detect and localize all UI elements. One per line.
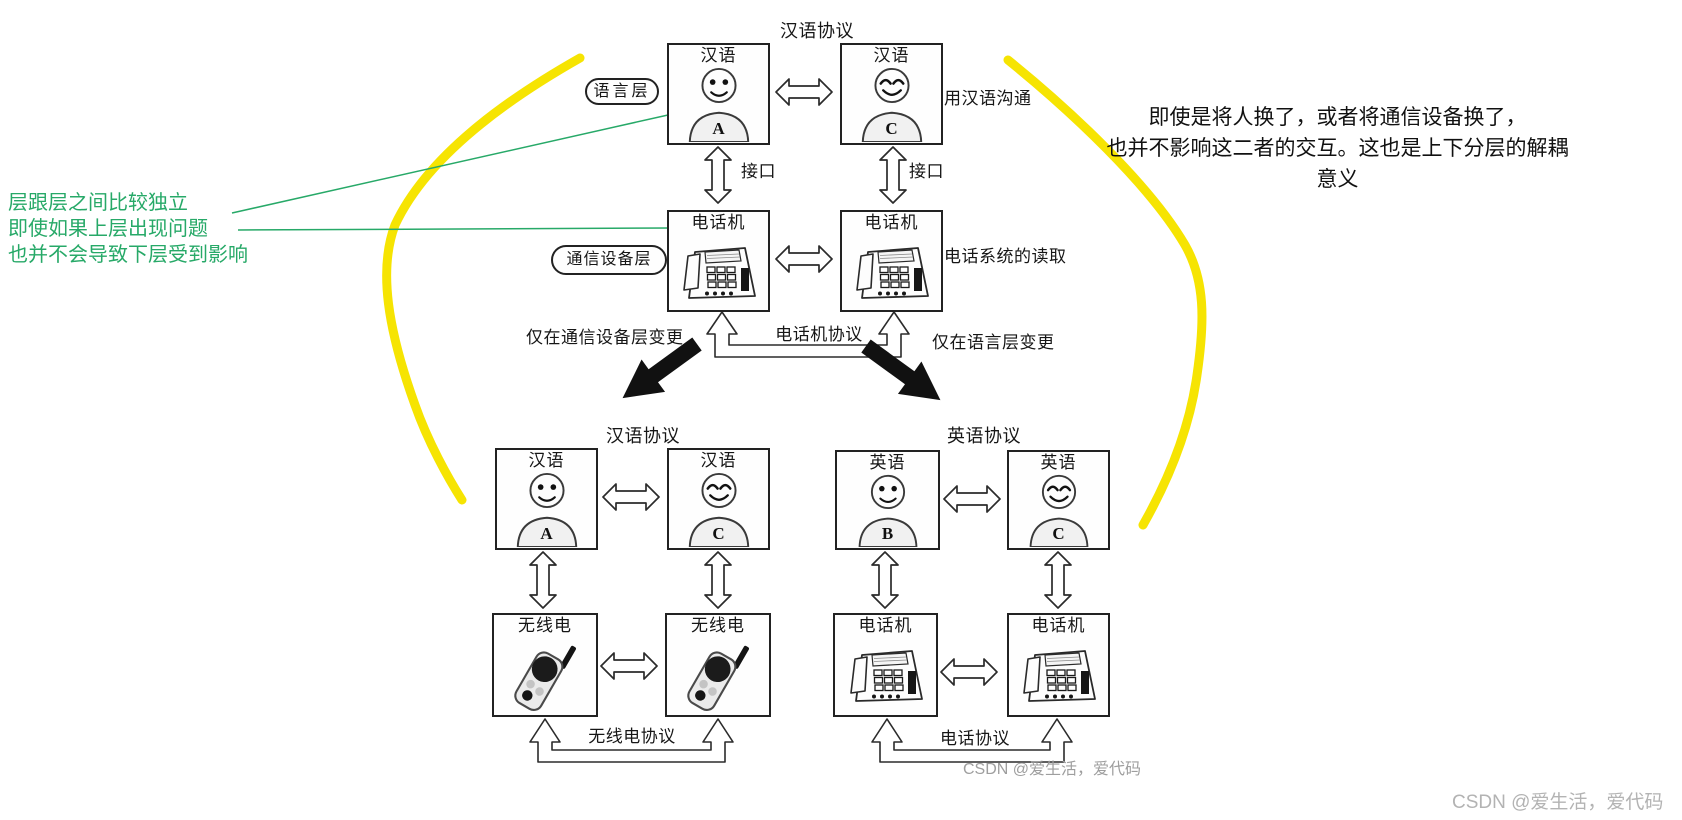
double-arrow-horizontal <box>943 485 1001 513</box>
phone-system-note: 电话系统的读取 <box>944 247 1067 266</box>
double-arrow-vertical <box>1044 551 1072 609</box>
double-arrow-vertical <box>871 551 899 609</box>
top-protocol-title: 汉语协议 <box>780 21 854 41</box>
right-note-line: 也并不影响这二者的交互。这也是上下分层的解耦 <box>1106 136 1569 160</box>
double-arrow-horizontal <box>600 652 658 680</box>
device-label: 电话机 <box>1031 616 1086 635</box>
phone-icon <box>849 650 923 702</box>
person-id-label: B <box>881 524 894 543</box>
person-box-br-c: 英语 C <box>1007 450 1110 550</box>
person-id-label: C <box>712 524 725 543</box>
green-note-line: 也并不会导致下层受到影响 <box>8 244 248 266</box>
bottom-right-protocol-title: 英语协议 <box>947 426 1021 446</box>
watermark-mid: CSDN @爱生活，爱代码 <box>963 761 1142 778</box>
person-box-top-a: 汉语 A <box>667 43 770 145</box>
person-lang-label: 汉语 <box>528 451 565 470</box>
person-id-label: A <box>540 524 553 543</box>
radio-icon <box>684 636 751 716</box>
phone-box-bottom-left: 电话机 <box>833 613 938 717</box>
phone-box-bottom-right: 电话机 <box>1007 613 1110 717</box>
person-lang-label: 汉语 <box>873 46 910 65</box>
device-label: 电话机 <box>691 213 746 232</box>
radio-box-left: 无线电 <box>492 613 598 717</box>
double-arrow-vertical <box>704 551 732 609</box>
person-lang-label: 英语 <box>869 453 906 472</box>
right-annotation-note: 即使是将人换了，或者将通信设备换了， 也并不影响这二者的交互。这也是上下分层的解… <box>1085 102 1590 195</box>
double-arrow-horizontal <box>940 658 998 686</box>
device-label: 无线电 <box>518 616 572 635</box>
device-label: 无线电 <box>691 616 745 635</box>
interface-label-right: 接口 <box>909 162 944 181</box>
green-leader-line-to-phone-box <box>237 227 673 231</box>
device-label: 电话机 <box>858 616 913 635</box>
change-language-layer-note: 仅在语言层变更 <box>932 333 1055 352</box>
interface-label-left: 接口 <box>741 162 776 181</box>
double-arrow-vertical <box>879 146 907 204</box>
double-arrow-horizontal <box>775 245 833 273</box>
person-box-bl-c: 汉语 C <box>667 448 770 550</box>
person-box-bl-a: 汉语 A <box>495 448 598 550</box>
person-box-top-c: 汉语 C <box>840 43 943 145</box>
right-note-line: 意义 <box>1316 167 1359 191</box>
bottom-left-protocol-title: 汉语协议 <box>606 426 680 446</box>
person-box-br-b: 英语 B <box>835 450 940 550</box>
person-lang-label: 汉语 <box>700 451 737 470</box>
person-id-label: A <box>712 119 725 138</box>
phone-protocol-label: 电话协议 <box>940 729 1010 748</box>
phone-box-top-left: 电话机 <box>667 210 770 312</box>
device-label: 电话机 <box>864 213 919 232</box>
double-arrow-horizontal <box>775 78 833 106</box>
double-arrow-vertical <box>704 146 732 204</box>
person-id-label: C <box>1052 524 1065 543</box>
language-layer-pill: 语言层 <box>585 78 659 105</box>
radio-protocol-label: 无线电协议 <box>588 727 676 746</box>
green-note-line: 即使如果上层出现问题 <box>8 218 208 240</box>
phone-icon <box>1022 650 1096 702</box>
green-note-line: 层跟层之间比较独立 <box>8 192 188 214</box>
green-annotation-note: 层跟层之间比较独立 即使如果上层出现问题 也并不会导致下层受到影响 <box>8 190 248 268</box>
phone-icon <box>855 247 929 299</box>
speak-chinese-note: 用汉语沟通 <box>944 89 1032 108</box>
right-note-line: 即使是将人换了，或者将通信设备换了， <box>1148 105 1527 129</box>
double-arrow-horizontal <box>602 483 660 511</box>
phone-icon <box>682 247 756 299</box>
phone-box-top-right: 电话机 <box>840 210 943 312</box>
person-id-label: C <box>885 119 898 138</box>
watermark-corner: CSDN @爱生活，爱代码 <box>1452 792 1664 813</box>
change-device-layer-note: 仅在通信设备层变更 <box>526 328 684 347</box>
person-lang-label: 英语 <box>1040 453 1077 472</box>
person-lang-label: 汉语 <box>700 46 737 65</box>
yellow-highlight-curve-left <box>382 53 585 505</box>
green-leader-line-to-language-box <box>231 114 669 214</box>
radio-icon <box>511 636 578 716</box>
radio-box-right: 无线电 <box>665 613 771 717</box>
device-layer-pill: 通信设备层 <box>551 245 667 275</box>
telephone-protocol-label: 电话机协议 <box>775 325 863 344</box>
double-arrow-vertical <box>529 551 557 609</box>
